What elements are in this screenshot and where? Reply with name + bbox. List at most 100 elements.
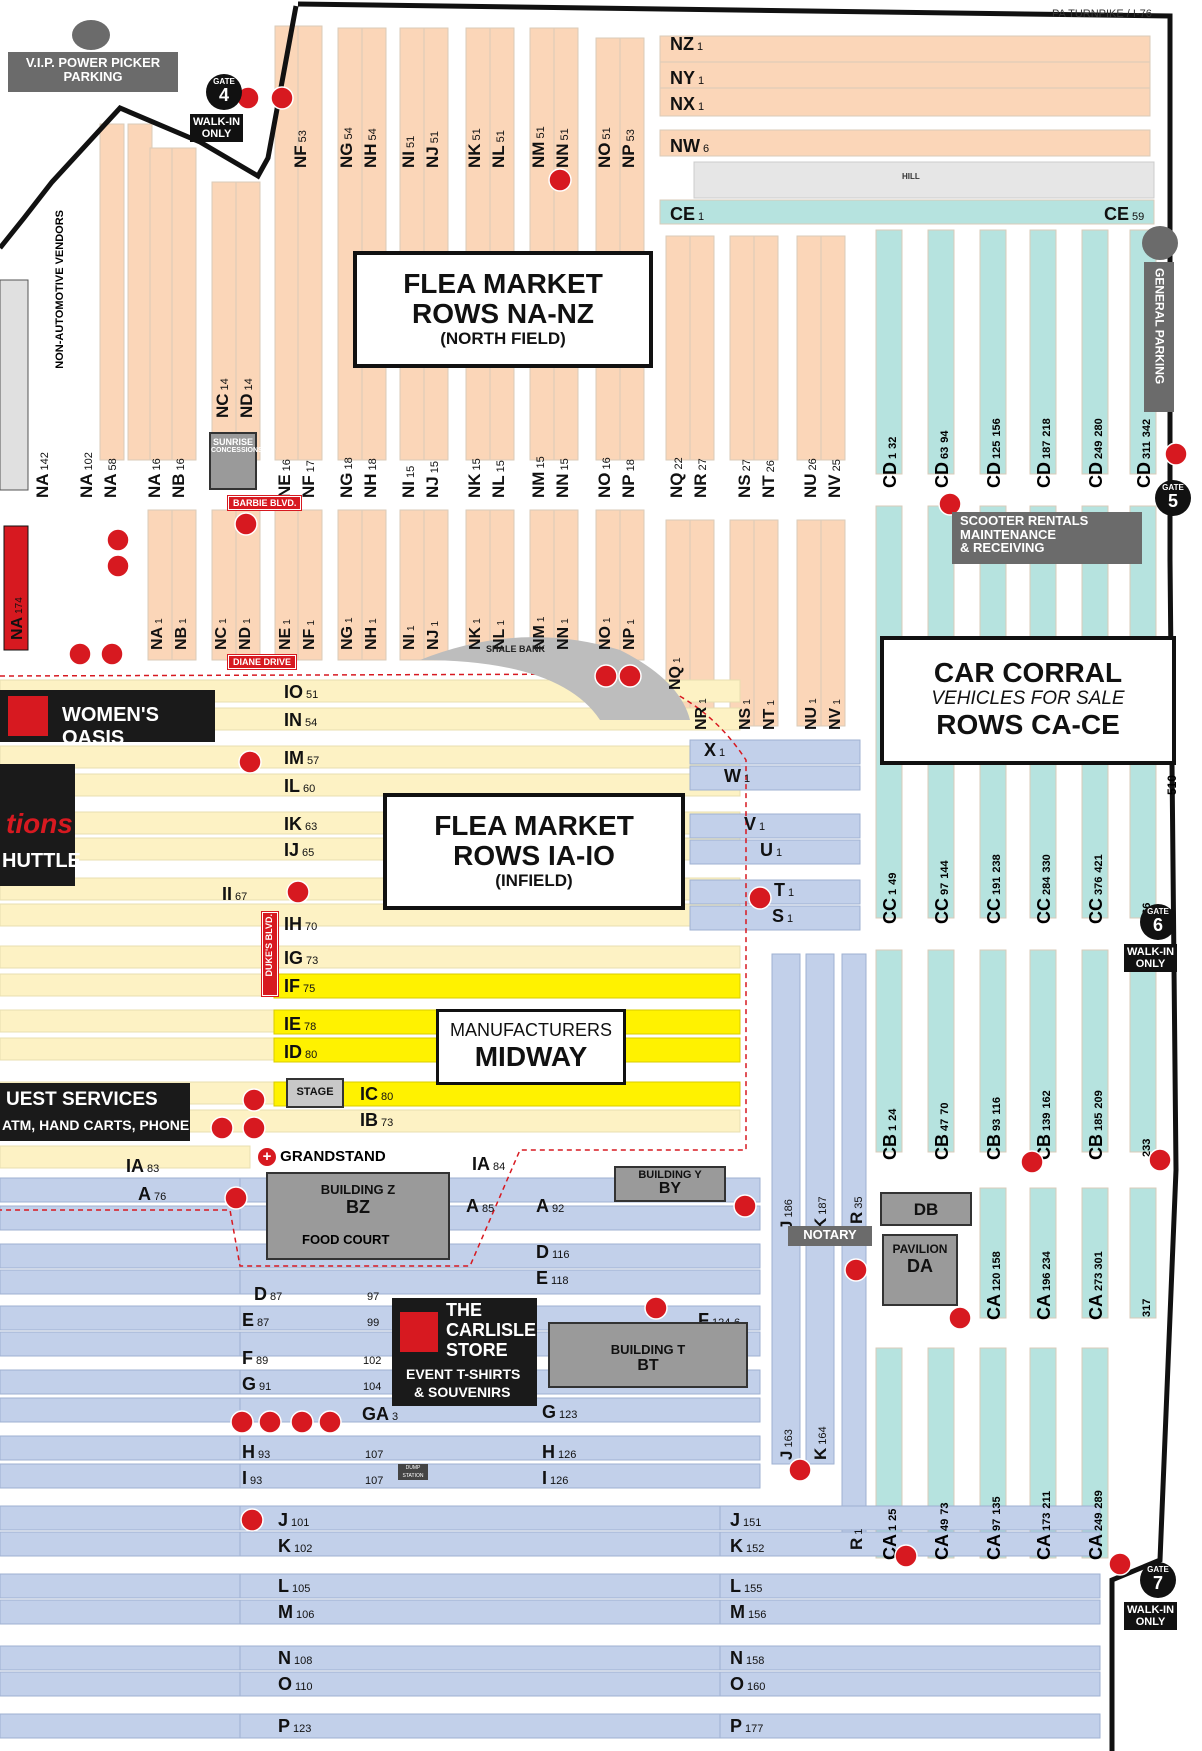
north-lower-label: NH1 xyxy=(363,618,380,650)
north-fence xyxy=(0,5,299,250)
right-row xyxy=(689,905,861,931)
north-row-label: NN15 xyxy=(553,458,572,498)
gate-7-walk-in: WALK-IN ONLY xyxy=(1124,1602,1178,1630)
building-z: BUILDING Z BZ xyxy=(266,1172,450,1260)
south-row-mid xyxy=(239,1463,761,1489)
south-row-label: 102 xyxy=(363,1355,381,1367)
north-row-label: NS27 xyxy=(735,459,754,498)
north-row-label: NN51 xyxy=(553,128,572,168)
south-row-mid xyxy=(239,1645,761,1671)
sunrise-concessions: SUNRISE CONCESSIONS xyxy=(209,432,263,490)
north-row-label: NU26 xyxy=(801,458,820,498)
store-bag-icon xyxy=(400,1312,438,1352)
south-row-left xyxy=(0,1435,241,1461)
corral-cd-column xyxy=(979,229,1007,475)
south-row-left xyxy=(0,1645,241,1671)
vertical-k-row xyxy=(805,953,835,1465)
palm-icon xyxy=(8,696,48,736)
non-automotive-label: NON-AUTOMOTIVE VENDORS xyxy=(54,210,70,420)
infield-line2: ROWS IA-IO xyxy=(453,840,615,871)
south-row-left xyxy=(0,1531,241,1557)
pavilion-label: PAVILION xyxy=(892,1242,948,1256)
corral-cb-column xyxy=(979,949,1007,1153)
cd-label: CD125156 xyxy=(984,418,1004,488)
south-row-left xyxy=(0,1369,241,1395)
north-row-label: NM51 xyxy=(529,126,548,168)
north-row-upper xyxy=(529,27,555,461)
south-row-left xyxy=(0,1397,241,1423)
north-row-label: NO16 xyxy=(595,457,614,498)
north-row-label: NF17 xyxy=(299,460,318,498)
ca-lower-label: CA97135 xyxy=(984,1496,1004,1560)
corral-cd-column xyxy=(1081,229,1109,475)
north-row-label: NP53 xyxy=(619,129,638,168)
gate-6-walk-line1: WALK-IN xyxy=(1127,946,1175,958)
carlisle-store-box: THE CARLISLE STORE EVENT T-SHIRTS & SOUV… xyxy=(392,1298,537,1406)
ca-lower-label: CA249289 xyxy=(1086,1490,1106,1560)
north-row-upper xyxy=(796,235,822,461)
south-row-left xyxy=(0,1713,241,1739)
north-lower-label: NA1 xyxy=(149,618,166,650)
gate-6-walk-line2: ONLY xyxy=(1135,958,1166,970)
corral-ca-upper-column xyxy=(979,1187,1007,1319)
womens-oasis-box: WOMEN'S OASIS xyxy=(0,690,215,749)
cc-label: CC284330 xyxy=(1034,854,1054,924)
vertical-row-label: J186 xyxy=(777,1199,796,1230)
gate-6-number: 6 xyxy=(1152,915,1163,935)
south-row-mid xyxy=(239,1671,761,1697)
north-row-label: NP18 xyxy=(619,459,638,498)
shuttle-box: tions HUTTLE xyxy=(0,764,81,886)
amenity-icon xyxy=(1148,1148,1172,1172)
gate-4-word: GATE xyxy=(213,77,235,86)
scooter-rentals-box: SCOOTER RENTALS MAINTENANCE & RECEIVING xyxy=(952,512,1142,564)
north-row-label: NA58 xyxy=(101,458,120,498)
right-row xyxy=(689,813,861,839)
amenity-icon xyxy=(106,528,130,552)
hill-label: HILL xyxy=(902,172,920,181)
south-row-left xyxy=(0,1269,241,1295)
south-row-right xyxy=(719,1671,1101,1697)
right-row xyxy=(689,765,861,791)
vip-line1: V.I.P. POWER PICKER xyxy=(25,55,161,70)
dukes-blvd-label: DUKE'S BLVD. xyxy=(261,911,279,997)
amenity-icon xyxy=(242,1116,266,1140)
south-row-left xyxy=(0,1243,241,1269)
south-row-left xyxy=(0,1463,241,1489)
amenity-icon xyxy=(844,1258,868,1282)
vertical-row-label: R1 xyxy=(847,1529,866,1550)
north-lower-label: NN1 xyxy=(555,618,572,650)
south-row-mid xyxy=(239,1505,761,1531)
right-510-label: 510 xyxy=(1165,774,1180,796)
sunrise-line1: SUNRISE xyxy=(212,437,253,447)
first-aid-icon: + xyxy=(258,1148,276,1166)
corral-cb-column xyxy=(1129,949,1157,1153)
gate-7-number: 7 xyxy=(1152,1573,1163,1593)
pavilion-db-label: DB xyxy=(913,1200,939,1219)
north-row-lower xyxy=(595,509,621,661)
grandstand-label: + GRANDSTAND xyxy=(258,1148,386,1166)
north-lower-label: NC1 xyxy=(213,618,230,650)
south-row-right xyxy=(719,1713,1101,1739)
north-row-lower xyxy=(297,509,323,661)
south-row-right xyxy=(719,1645,1101,1671)
north-row-label: NK15 xyxy=(465,458,484,498)
south-row-mid xyxy=(239,1599,761,1625)
cc-label: CC149 xyxy=(880,873,900,924)
midway-line1: MANUFACTURERS xyxy=(449,1020,612,1040)
north-row-upper xyxy=(99,123,125,461)
north-row-label: NT26 xyxy=(759,460,778,498)
midway-line2: MIDWAY xyxy=(474,1041,588,1072)
